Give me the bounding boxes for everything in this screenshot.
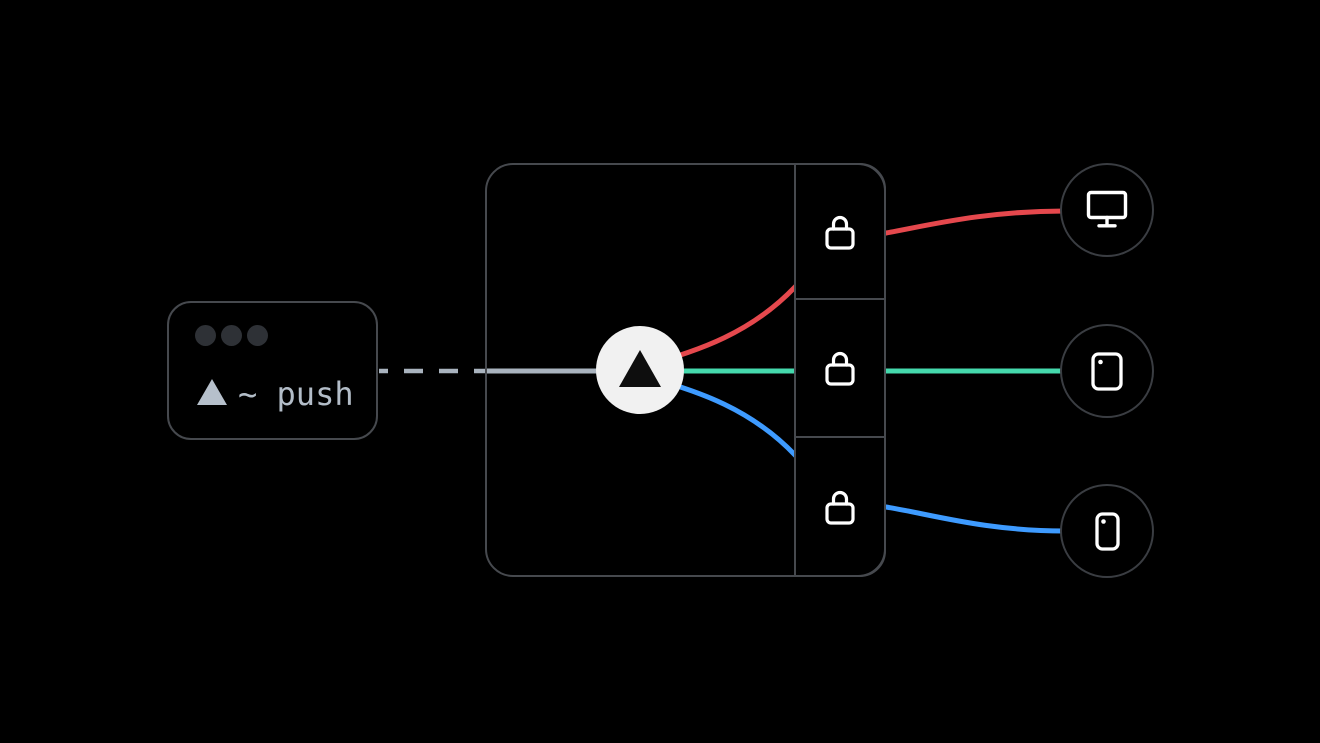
deploy-node [596, 326, 684, 414]
window-controls [195, 325, 268, 346]
lock-icon [825, 490, 855, 525]
window-control-dot [247, 325, 268, 346]
tablet-node [1060, 324, 1154, 418]
desktop-node [1060, 163, 1154, 257]
secure-cell-bottom [794, 436, 886, 577]
phone-node [1060, 484, 1154, 578]
terminal-command-line: ~ push [197, 378, 354, 410]
vercel-triangle-icon [619, 350, 661, 387]
secure-cell-top [794, 163, 886, 300]
window-control-dot [195, 325, 216, 346]
tablet-icon [1091, 351, 1123, 391]
lock-icon [825, 215, 855, 250]
window-control-dot [221, 325, 242, 346]
phone-icon [1094, 511, 1120, 551]
terminal-window: ~ push [167, 301, 378, 440]
terminal-command-text: ~ push [238, 375, 354, 413]
monitor-icon [1086, 190, 1128, 228]
vercel-triangle-icon [197, 379, 227, 405]
secure-cell-middle [794, 298, 886, 438]
lock-icon [825, 351, 855, 386]
